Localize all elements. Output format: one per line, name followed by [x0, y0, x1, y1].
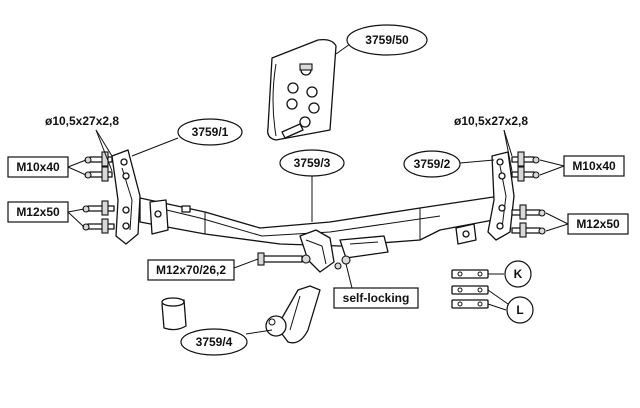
bag-bolts	[281, 63, 320, 139]
key-l-label: L	[516, 303, 523, 317]
self-locking-note: self-locking	[343, 291, 410, 305]
right-inner-plate	[455, 223, 477, 245]
bolt-spec-m10-right: M10x40	[572, 159, 616, 173]
bolt-m12x70	[257, 252, 311, 266]
washer-label-right: ø10,5x27x2,8	[454, 114, 528, 172]
spacer-plates	[451, 269, 489, 309]
center-holder	[299, 229, 389, 273]
socket-cap	[161, 297, 187, 331]
part-label-3759-4: 3759/4	[196, 335, 233, 349]
callout-k: K	[488, 260, 532, 288]
part-label-3759-3: 3759/3	[294, 156, 331, 170]
callout-3759-50: 3759/50	[335, 24, 428, 56]
label-box-m12x70: M12x70/26,2	[147, 258, 259, 281]
part-label-3759-50: 3759/50	[365, 33, 409, 47]
callout-3759-2: 3759/2	[403, 150, 495, 178]
key-k-label: K	[514, 267, 523, 281]
washer-spec-left: ø10,5x27x2,8	[45, 114, 119, 128]
callout-3759-1: 3759/1	[131, 118, 243, 157]
right-m10-bolts	[511, 151, 540, 182]
bolt-spec-m12-right: M12x50	[576, 217, 620, 231]
bolt-spec-m10-left: M10x40	[16, 160, 60, 174]
label-box-m10-right: M10x40	[539, 155, 625, 177]
hardware-bag	[267, 38, 337, 141]
left-m12-bolts	[82, 200, 115, 234]
left-side-bracket	[111, 149, 141, 245]
callout-3759-4: 3759/4	[180, 328, 273, 356]
left-inner-plate	[149, 199, 191, 235]
label-box-m10-left: M10x40	[7, 156, 87, 178]
washer-spec-right: ø10,5x27x2,8	[454, 114, 528, 128]
washer-label-left: ø10,5x27x2,8	[45, 114, 119, 172]
ball-bar	[265, 285, 321, 344]
callout-l: L	[487, 289, 534, 324]
right-m12-bolts	[511, 204, 546, 238]
part-label-3759-1: 3759/1	[192, 125, 229, 139]
bolt-spec-m12x70: M12x70/26,2	[156, 263, 226, 277]
label-box-m12-right: M12x50	[545, 212, 629, 235]
label-box-self-locking: self-locking	[333, 263, 419, 309]
left-m10-bolts	[84, 151, 113, 182]
part-label-3759-2: 3759/2	[414, 157, 451, 171]
callout-3759-3: 3759/3	[279, 149, 345, 222]
bolt-spec-m12-left: M12x50	[16, 205, 60, 219]
label-box-m12-left: M12x50	[7, 201, 85, 228]
right-side-bracket	[487, 151, 515, 241]
